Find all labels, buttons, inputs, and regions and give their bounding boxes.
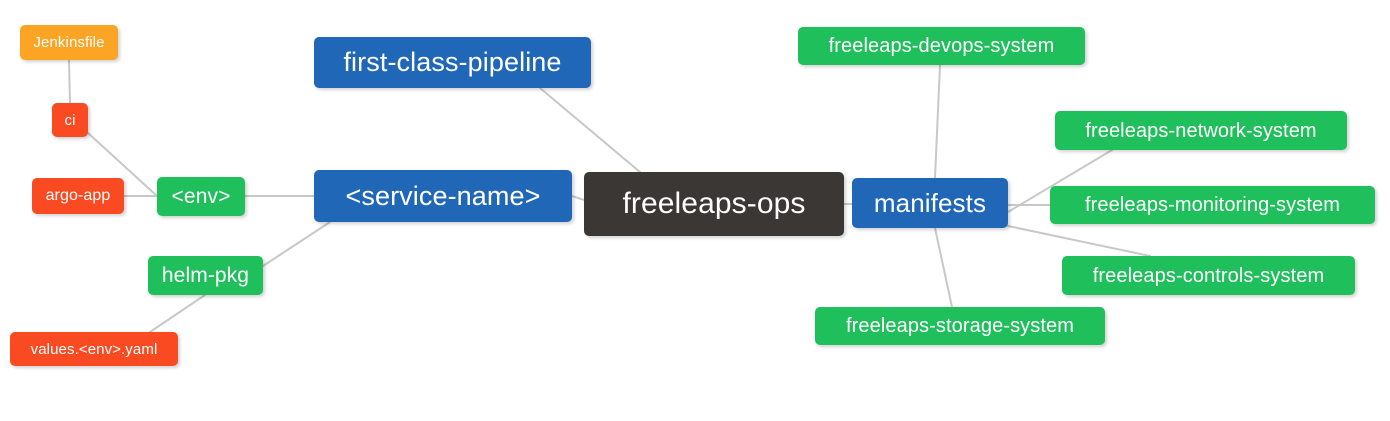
mindmap-node-storage[interactable]: freeleaps-storage-system [815, 307, 1105, 345]
edge-manifests-to-devops [934, 64, 941, 179]
mindmap-node-pipeline[interactable]: first-class-pipeline [314, 37, 591, 88]
mindmap-node-ci[interactable]: ci [52, 103, 88, 137]
mindmap-node-network[interactable]: freeleaps-network-system [1055, 111, 1347, 150]
edge-manifests-to-storage [934, 227, 953, 308]
mindmap-node-helm-pkg[interactable]: helm-pkg [148, 256, 263, 295]
mindmap-node-env[interactable]: <env> [157, 177, 245, 216]
mindmap-node-values-yaml[interactable]: values.<env>.yaml [10, 332, 178, 366]
edge-helm-pkg-to-service-name [262, 221, 331, 267]
edge-jenkinsfile-to-ci [68, 59, 71, 104]
mindmap-node-freeleaps-ops[interactable]: freeleaps-ops [584, 172, 844, 236]
mindmap-node-service-name[interactable]: <service-name> [314, 170, 572, 222]
mindmap-node-monitoring[interactable]: freeleaps-monitoring-system [1050, 186, 1375, 224]
mindmap-node-manifests[interactable]: manifests [852, 178, 1008, 228]
mindmap-node-controls[interactable]: freeleaps-controls-system [1062, 256, 1355, 295]
mindmap-node-jenkinsfile[interactable]: Jenkinsfile [20, 25, 118, 60]
edge-manifests-to-controls [1007, 225, 1151, 257]
edge-values-yaml-to-helm-pkg [149, 294, 206, 333]
edge-service-name-to-freeleaps-ops [571, 195, 585, 201]
mindmap-node-devops[interactable]: freeleaps-devops-system [798, 27, 1085, 65]
mindmap-node-argo-app[interactable]: argo-app [32, 178, 124, 214]
edge-pipeline-to-freeleaps-ops [539, 87, 641, 173]
